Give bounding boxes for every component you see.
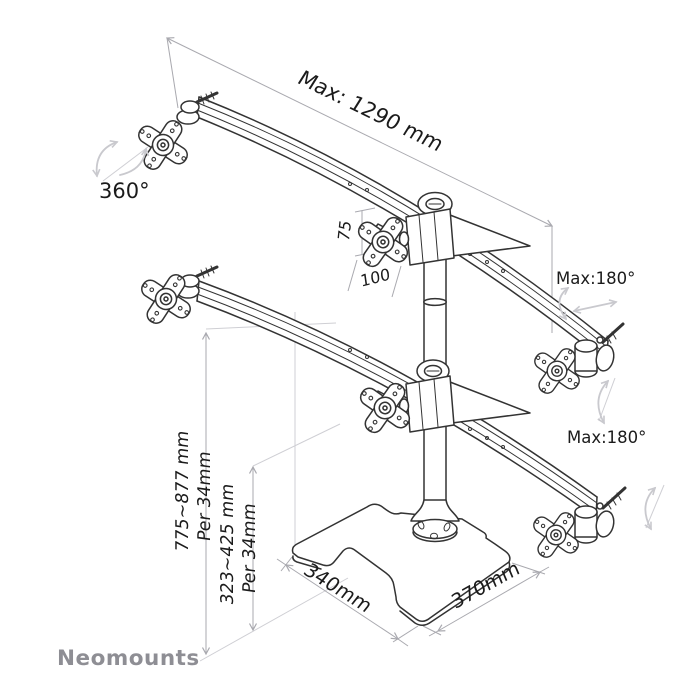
tilt-arrow-lower-icon: [597, 377, 616, 425]
swivel-arrow-right-icon: [644, 484, 665, 531]
vesa-100-label: 100: [359, 264, 391, 290]
height-total-label: 775~877 mm: [173, 429, 193, 553]
height-lower-label: 323~425 mm: [218, 482, 238, 606]
tilt-lower-label: Max:180°: [567, 428, 646, 447]
base-plate-edge-thickness: [399, 561, 511, 626]
pole-collar: [423, 297, 447, 307]
upper-center-clamp: [371, 191, 531, 266]
height-total-step-label: Per 34mm: [195, 450, 215, 543]
upper-left-arm-end: [176, 91, 219, 125]
vesa-75-label: 75: [334, 218, 355, 243]
tilt-upper-label: Max:180°: [556, 269, 635, 288]
dimension-base-depth: [276, 556, 419, 647]
lower-right-knob: [595, 510, 615, 538]
height-lower-step-label: Per 34mm: [240, 502, 260, 595]
rotation-360-label: 360°: [99, 179, 150, 203]
dimension-base-width: [422, 562, 550, 637]
base-depth-label: 340mm: [299, 559, 377, 617]
pole-hub-ring: [412, 518, 458, 540]
tilt-arrow-upper-icon: [558, 286, 618, 321]
upper-right-arm-end: [574, 322, 625, 378]
rotation-360-icon: [92, 140, 150, 182]
brand-logo: Neomounts: [57, 646, 200, 671]
dimension-vesa-100: [347, 259, 402, 298]
pole-hub-flare: [410, 499, 460, 522]
base-plate: [291, 503, 511, 626]
upper-right-knob: [595, 344, 615, 372]
lower-center-clamp: [371, 359, 531, 433]
